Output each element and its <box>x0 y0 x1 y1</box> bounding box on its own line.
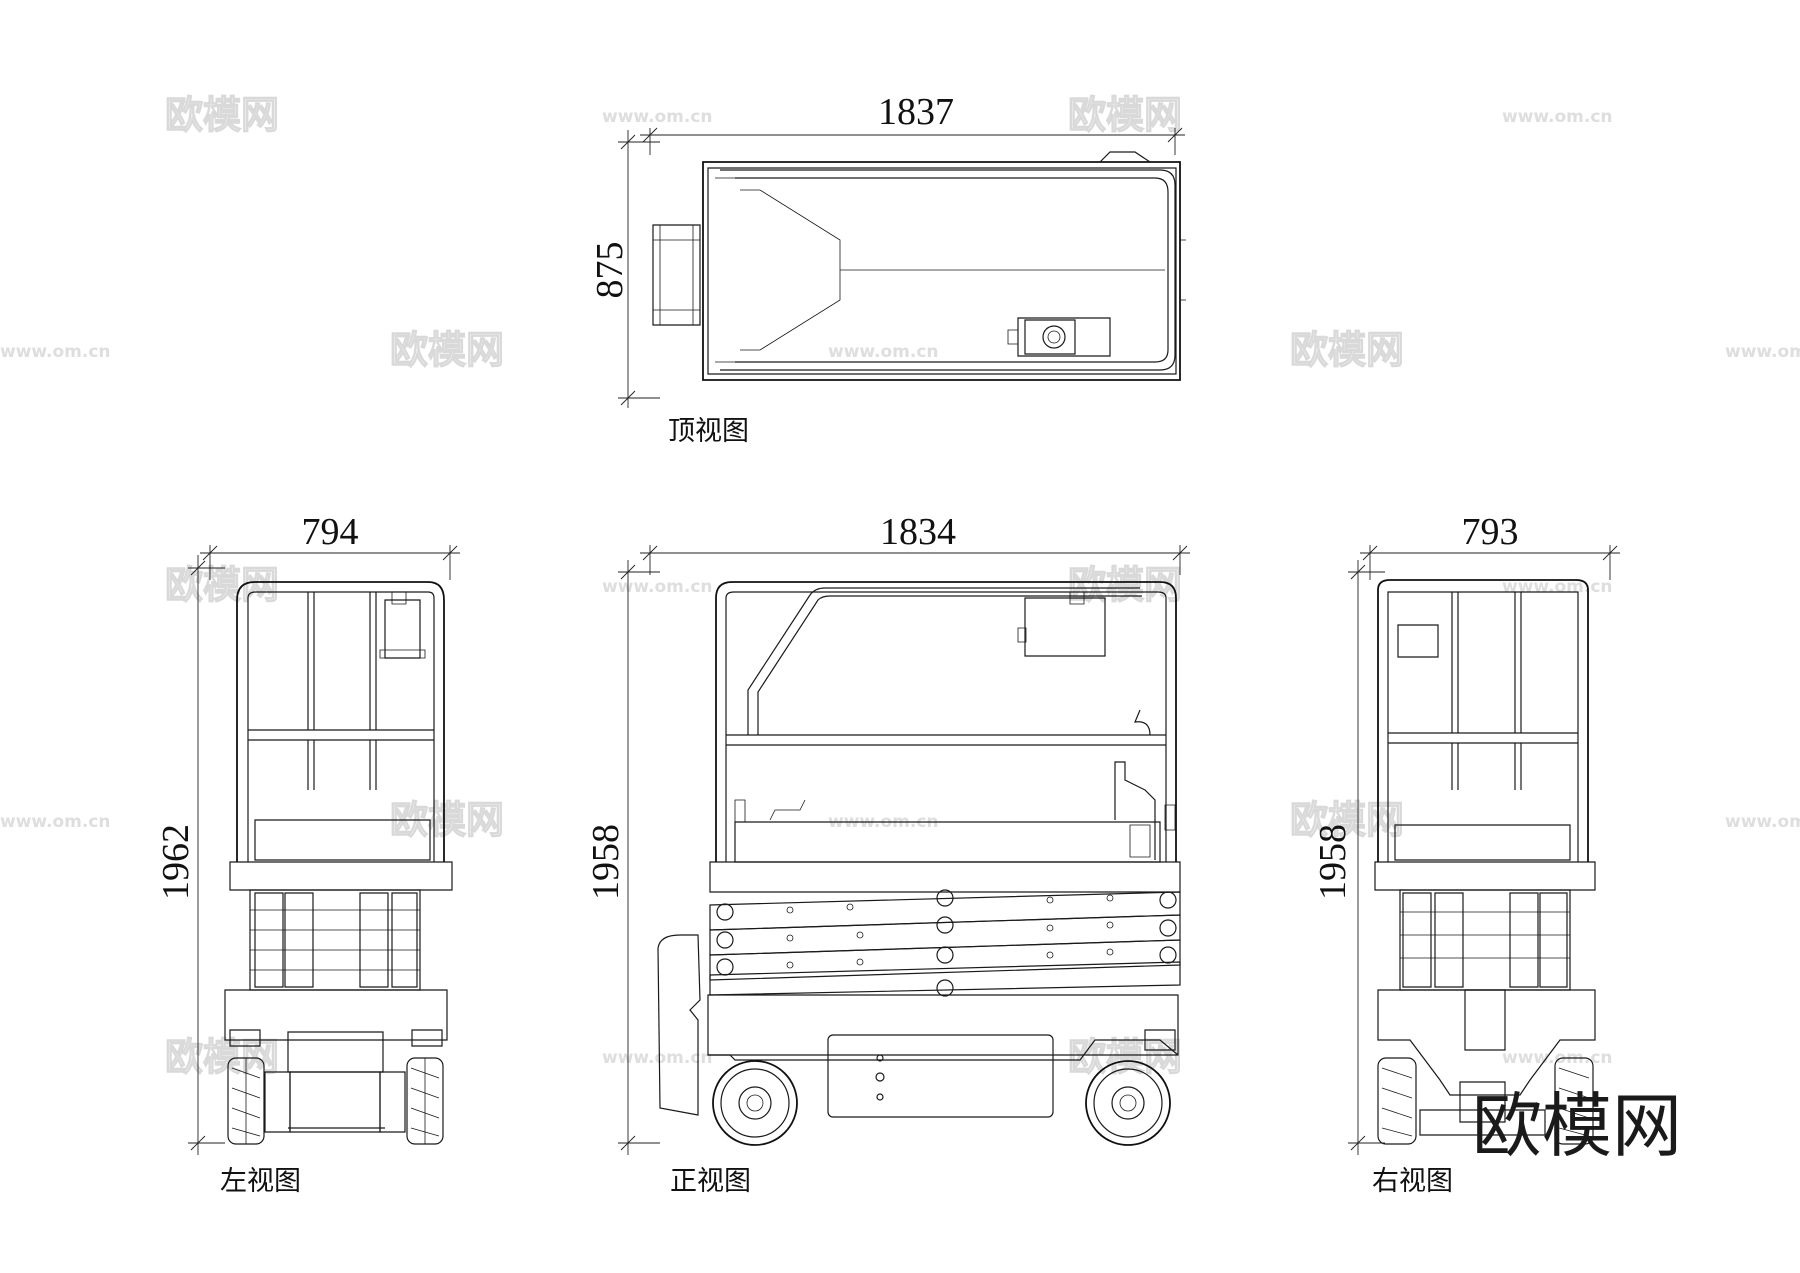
front-view-rear-wheel <box>713 1061 797 1145</box>
left-view-scissor <box>250 890 420 990</box>
right-view-width-label: 793 <box>1462 511 1519 553</box>
top-view: 1837 875 顶 <box>589 91 1186 447</box>
front-view-front-wheel <box>1086 1061 1170 1145</box>
right-view-scissor <box>1400 890 1570 990</box>
watermark-url: www.om.cn <box>0 812 111 832</box>
watermark-brand: 欧模网 <box>1290 328 1404 372</box>
left-view-caption: 左视图 <box>220 1166 301 1197</box>
right-view-width-dimension: 793 <box>1360 511 1620 580</box>
watermark-brand: 欧模网 <box>1068 1035 1182 1079</box>
right-view: 793 1958 <box>1312 511 1620 1197</box>
top-view-depth-label: 875 <box>589 242 631 299</box>
watermark-url: www.om.cn <box>0 342 111 362</box>
watermark-brand: 欧模网 <box>165 563 279 607</box>
watermark-url: www.om.cn <box>1725 342 1800 362</box>
front-view: 1834 1958 <box>585 511 1190 1197</box>
front-view-width-dimension: 1834 <box>640 511 1190 575</box>
front-view-height-label: 1958 <box>585 824 627 900</box>
right-view-height-label: 1958 <box>1312 824 1354 900</box>
left-view-width-label: 794 <box>302 511 359 553</box>
front-view-caption: 正视图 <box>670 1166 751 1197</box>
top-view-width-label: 1837 <box>878 91 954 133</box>
watermark-brand: 欧模网 <box>165 1035 279 1079</box>
left-view-height-dimension: 1962 <box>155 555 225 1155</box>
top-view-caption: 顶视图 <box>668 416 749 447</box>
front-view-scissor <box>710 890 1180 996</box>
top-view-width-dimension: 1837 <box>640 91 1185 155</box>
watermark-url: www.om.cn <box>1725 812 1800 832</box>
watermark-brand: 欧模网 <box>1290 798 1404 842</box>
left-view: 794 1962 <box>155 511 460 1197</box>
top-view-depth-dimension: 875 <box>589 130 660 408</box>
right-view-caption: 右视图 <box>1372 1166 1453 1197</box>
watermark-url: www.om.cn <box>602 107 713 127</box>
left-view-height-label: 1962 <box>155 824 197 900</box>
watermark-brand: 欧模网 <box>1068 93 1182 137</box>
watermark-url: www.om.cn <box>602 1048 713 1068</box>
left-view-width-dimension: 794 <box>200 511 460 580</box>
brand-logo: 欧模网 <box>1472 1085 1682 1167</box>
watermark-brand: 欧模网 <box>390 328 504 372</box>
watermark-url: www.om.cn <box>828 342 939 362</box>
watermark-brand: 欧模网 <box>1068 563 1182 607</box>
front-view-height-dimension: 1958 <box>585 560 660 1155</box>
watermark-url: www.om.cn <box>1502 107 1613 127</box>
front-view-width-label: 1834 <box>880 511 956 553</box>
watermark-url: www.om.cn <box>602 577 713 597</box>
right-view-height-dimension: 1958 <box>1312 560 1385 1155</box>
watermark-url: www.om.cn <box>1502 1048 1613 1068</box>
watermark-layer: 欧模网 欧模网 欧模网 欧模网 欧模网 欧模网 欧模网 欧模网 欧模网 欧模网 … <box>0 92 1800 1079</box>
watermark-brand: 欧模网 <box>165 93 279 137</box>
